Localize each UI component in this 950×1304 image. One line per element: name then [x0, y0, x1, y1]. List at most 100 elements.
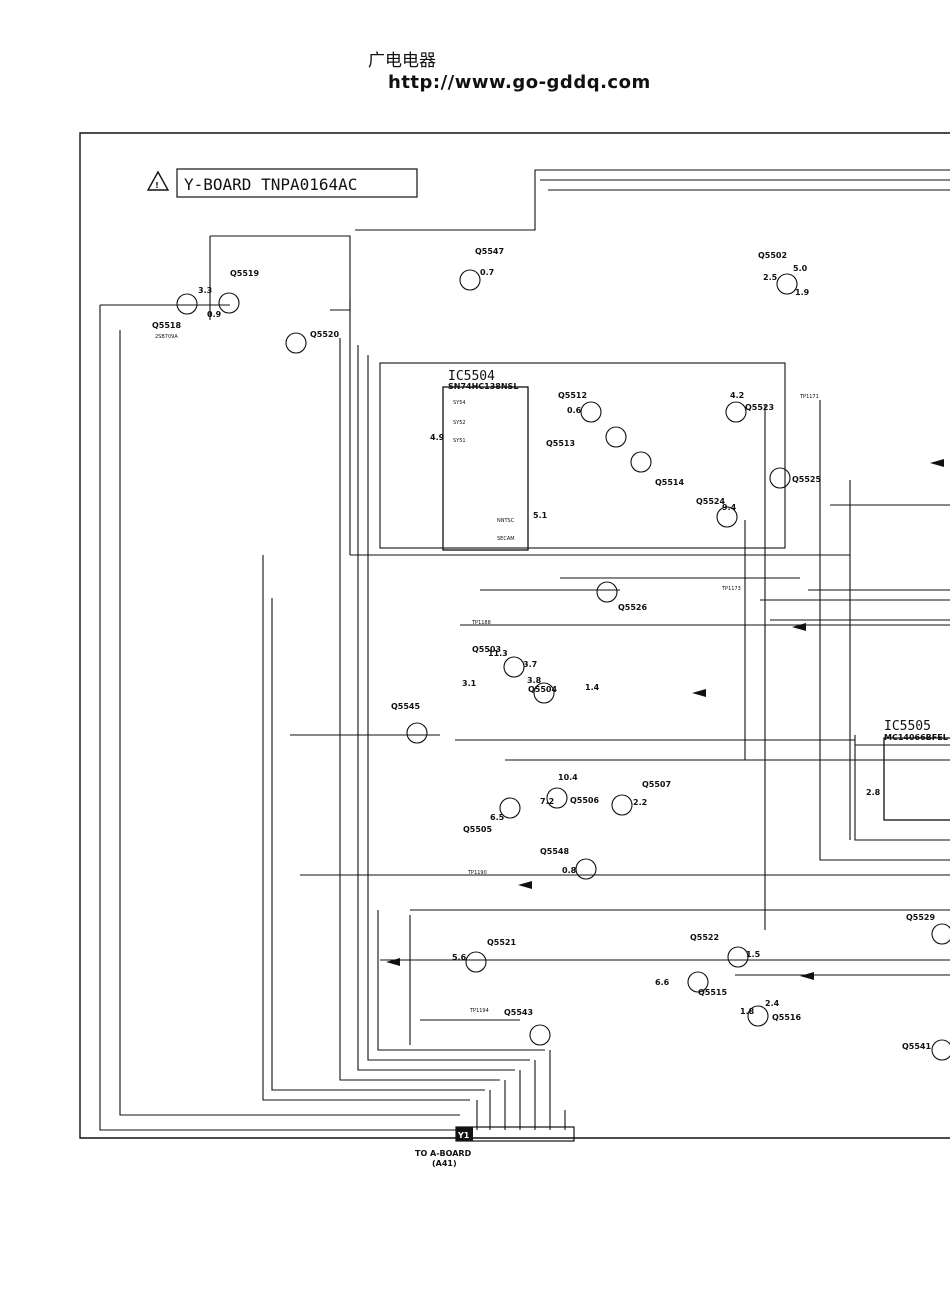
board-frame [79, 132, 950, 1139]
transistor-q5547 [459, 269, 481, 291]
q5507-label: Q5507 [642, 780, 671, 789]
voltage: 11.3 [488, 649, 508, 658]
transistor-labels: Q5518 2SB709A Q5519 Q5520 Q5547 Q5502 Q5… [152, 247, 936, 1051]
transistor-q5513 [605, 426, 627, 448]
voltage: 5.6 [452, 953, 467, 962]
arrow-right-icon [518, 881, 532, 889]
ic5505-part: MC14066BFEL [884, 733, 948, 742]
q5512-label: Q5512 [558, 391, 587, 400]
q5519-label: Q5519 [230, 269, 260, 278]
net-secam: SECAM [497, 536, 515, 542]
transistor-q5541 [931, 1039, 950, 1061]
transistor-q5520 [285, 332, 307, 354]
transistor-q5506 [546, 787, 568, 809]
voltage: 6.6 [655, 978, 670, 987]
q5503-label: Q5503 [472, 645, 501, 654]
voltage: 1.4 [585, 683, 600, 692]
q5506-label: Q5506 [570, 796, 600, 805]
arrow-left-icon [930, 459, 944, 467]
voltage: 0.9 [207, 310, 222, 319]
transistor-q5519 [218, 292, 240, 314]
q5513-label: Q5513 [546, 439, 575, 448]
q5547-label: Q5547 [475, 247, 504, 256]
transistor-q5525 [769, 467, 791, 489]
voltage: 7.2 [540, 797, 554, 806]
ic5504: IC5504 SN74HC138NSL SY54 SY52 SY51 SECAM… [442, 369, 529, 551]
voltage: 2.4 [765, 999, 780, 1008]
voltage: 1.9 [795, 288, 810, 297]
voltage: 2.8 [866, 788, 881, 797]
transistor-q5507 [611, 794, 633, 816]
voltage: 3.3 [198, 286, 212, 295]
connector-y1: Y1 TO A-BOARD (A41) [415, 1126, 575, 1168]
site-url[interactable]: http://www.go-gddq.com [388, 72, 651, 93]
q5529-label: Q5529 [906, 913, 936, 922]
transistor-q5526 [596, 581, 618, 603]
net-sy54: SY54 [453, 400, 466, 406]
site-name: 广电电器 [368, 51, 436, 71]
q5524-label: Q5524 [696, 497, 726, 506]
test-points: TP1171 TP1173 TP1188 TP1190 TP1194 [467, 394, 819, 1014]
voltage: 4.9 [430, 433, 445, 442]
connector-label-2: (A41) [432, 1159, 457, 1168]
connector-label-1: TO A-BOARD [415, 1149, 472, 1158]
transistor-q5515 [727, 946, 749, 968]
voltage: 1.5 [746, 950, 761, 959]
voltage-labels: 5.0 1.9 2.5 0.7 3.3 0.9 11.3 3.7 3.8 1.4… [198, 264, 881, 1016]
signal-arrows [386, 459, 944, 980]
transistor-q5529 [931, 923, 950, 945]
tp-label: TP1171 [799, 394, 819, 400]
transistors [176, 269, 950, 1061]
transistor-q5502 [776, 273, 798, 295]
transistor-q5522 [687, 971, 709, 993]
ic5505-label: IC5505 [884, 719, 931, 734]
board-title-group: ! Y-BOARD TNPA0164AC [146, 168, 418, 198]
tp-label: TP1190 [467, 870, 487, 876]
board-title: Y-BOARD TNPA0164AC [184, 175, 357, 194]
transistor-q5505 [499, 797, 521, 819]
voltage: 3.7 [523, 660, 537, 669]
q5514-label: Q5514 [655, 478, 685, 487]
voltage: 0.6 [567, 406, 582, 415]
ic5504-part: SN74HC138NSL [448, 382, 518, 391]
q5541-label: Q5541 [902, 1042, 932, 1051]
transistor-q5543 [529, 1024, 551, 1046]
transistor-q5518 [176, 293, 198, 315]
transistor-q5545 [406, 722, 428, 744]
tp-label: TP1188 [471, 620, 491, 626]
voltage: 9.4 [722, 503, 737, 512]
arrow-right-icon [792, 623, 806, 631]
voltage: 6.5 [490, 813, 505, 822]
q5525-label: Q5525 [792, 475, 822, 484]
ic5504-label: IC5504 [448, 369, 495, 384]
svg-text:!: ! [155, 181, 159, 190]
voltage: 0.8 [562, 866, 577, 875]
voltage: 3.8 [527, 676, 542, 685]
arrow-right-icon [386, 958, 400, 966]
q5548-label: Q5548 [540, 847, 570, 856]
q5545-label: Q5545 [391, 702, 421, 711]
voltage: 2.2 [633, 798, 647, 807]
transistor-q5503 [503, 656, 525, 678]
transistor-q5504 [533, 682, 555, 704]
wiring [99, 169, 950, 1131]
transistor-q5512 [580, 401, 602, 423]
q5518-part: 2SB709A [155, 334, 178, 340]
q5543-label: Q5543 [504, 1008, 533, 1017]
tp-label: TP1194 [469, 1008, 489, 1014]
transistor-q5523 [725, 401, 747, 423]
transistor-q5516 [747, 1005, 769, 1027]
transistor-q5514 [630, 451, 652, 473]
q5526-label: Q5526 [618, 603, 648, 612]
connector-ref: Y1 [457, 1131, 470, 1140]
voltage: 4.2 [730, 391, 744, 400]
net-sy51: SY51 [453, 438, 466, 444]
arrow-right-icon [800, 972, 814, 980]
voltage: 5.1 [533, 511, 548, 520]
net-nntsc: NNTSC [497, 518, 515, 524]
voltage: 0.7 [480, 268, 494, 277]
tp-label: TP1173 [721, 586, 741, 592]
q5521-label: Q5521 [487, 938, 517, 947]
q5504-label: Q5504 [528, 685, 558, 694]
